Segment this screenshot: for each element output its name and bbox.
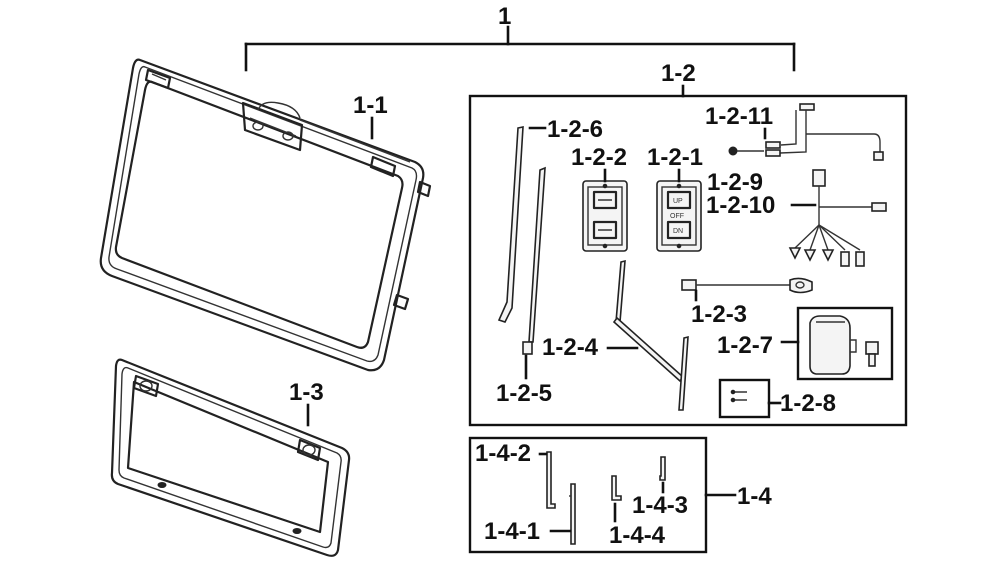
clip-1-4-3 — [659, 456, 666, 481]
label-1-2-10: 1-2-10 — [706, 192, 775, 219]
module-1-2-7 — [809, 315, 879, 375]
cable-1-2-3 — [681, 277, 813, 294]
label-1-2-2: 1-2-2 — [571, 144, 627, 171]
strap-1-2-6 — [497, 126, 524, 323]
label-1-4-2: 1-4-2 — [475, 440, 531, 467]
strap-1-2-5 — [522, 166, 546, 355]
label-1: 1 — [498, 3, 511, 30]
box-1-2-8 — [718, 378, 771, 419]
switch-text-down: DN — [673, 228, 683, 235]
harness-1-2-10 — [788, 169, 887, 267]
switch-1-2-1: UP OFF DN — [656, 180, 702, 252]
label-1-2-1: 1-2-1 — [647, 144, 703, 171]
label-1-4-3: 1-4-3 — [632, 492, 688, 519]
label-1-2-5: 1-2-5 — [496, 380, 552, 407]
clip-1-4-2 — [546, 451, 556, 509]
label-1-2-8: 1-2-8 — [780, 390, 836, 417]
kit-1-2-box — [468, 94, 908, 427]
lower-windshield-panel — [110, 358, 351, 557]
windshield-frame — [99, 58, 432, 372]
clip-1-4-1 — [569, 483, 576, 545]
label-1-3: 1-3 — [289, 379, 324, 406]
label-1-2-9: 1-2-9 — [707, 169, 763, 196]
harness-1-2-11 — [728, 103, 884, 161]
label-1-4: 1-4 — [737, 483, 772, 510]
box-1-2-7 — [796, 306, 894, 381]
label-1-2: 1-2 — [661, 60, 696, 87]
label-1-2-3: 1-2-3 — [691, 301, 747, 328]
switch-text-off: OFF — [670, 213, 684, 220]
label-1-2-11: 1-2-11 — [705, 103, 773, 130]
label-1-4-1: 1-4-1 — [484, 518, 540, 545]
label-1-2-4: 1-2-4 — [542, 334, 599, 361]
clip-1-4-4 — [611, 475, 622, 501]
fasteners-1-2-8 — [730, 389, 747, 403]
label-1-1: 1-1 — [353, 92, 388, 119]
label-1-2-6: 1-2-6 — [547, 116, 603, 143]
strap-1-2-4 — [612, 259, 689, 411]
switch-text-up: UP — [673, 198, 683, 205]
assembly-bracket — [244, 25, 796, 72]
switch-1-2-2 — [582, 180, 628, 252]
label-1-4-4: 1-4-4 — [609, 522, 666, 549]
label-1-2-7: 1-2-7 — [717, 332, 773, 359]
